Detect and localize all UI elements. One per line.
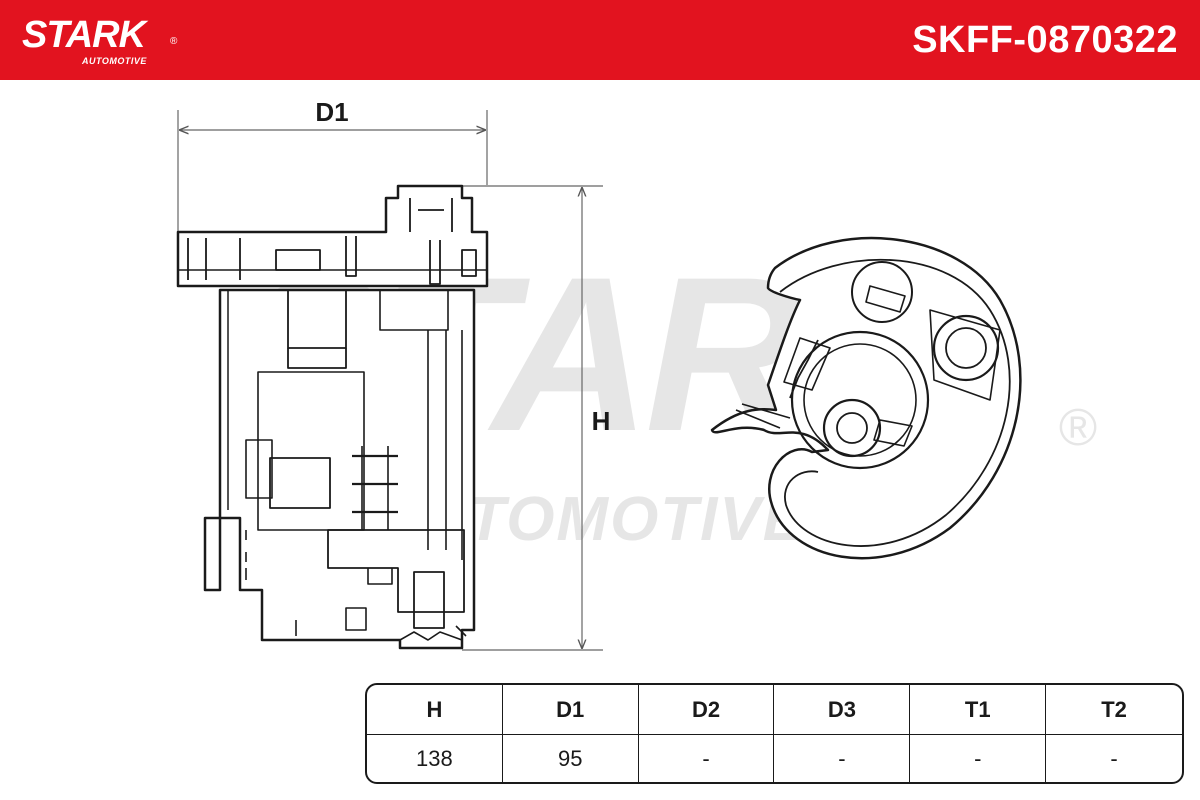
spec-value-h: 138 [367,735,503,782]
header-bar: STARK ® AUTOMOTIVE SKFF-0870322 [0,0,1200,80]
technical-drawing: D1 H [176,97,1022,651]
spec-header-d3: D3 [774,685,911,735]
dimension-label-d1: D1 [315,97,348,127]
brand-logo[interactable]: STARK ® AUTOMOTIVE [22,14,192,70]
brand-logo-text: STARK [22,14,146,56]
spec-value-d3: - [774,735,911,782]
spec-value-t1: - [910,735,1047,782]
spec-value-d1: 95 [503,735,639,782]
spec-header-t1: T1 [910,685,1047,735]
spec-header-d2: D2 [638,685,775,735]
dimension-d1 [177,110,488,232]
spec-header-t2: T2 [1046,685,1182,735]
dimension-label-h: H [592,406,611,436]
spec-header-h: H [367,685,503,735]
filter-side-view [176,184,489,650]
filter-top-view [710,236,1022,560]
spec-value-d2: - [639,735,775,782]
spec-header-d1: D1 [502,685,639,735]
brand-tagline: AUTOMOTIVE [82,56,147,66]
brand-registered-mark: ® [170,36,178,47]
part-number: SKFF-0870322 [912,19,1178,61]
watermark-registered: ® [1059,399,1097,457]
spec-value-t2: - [1110,745,1118,771]
dimension-h [462,185,603,651]
spec-table: H D1 D2 D3 T1 T2 138 95 - - - - [365,683,1184,784]
